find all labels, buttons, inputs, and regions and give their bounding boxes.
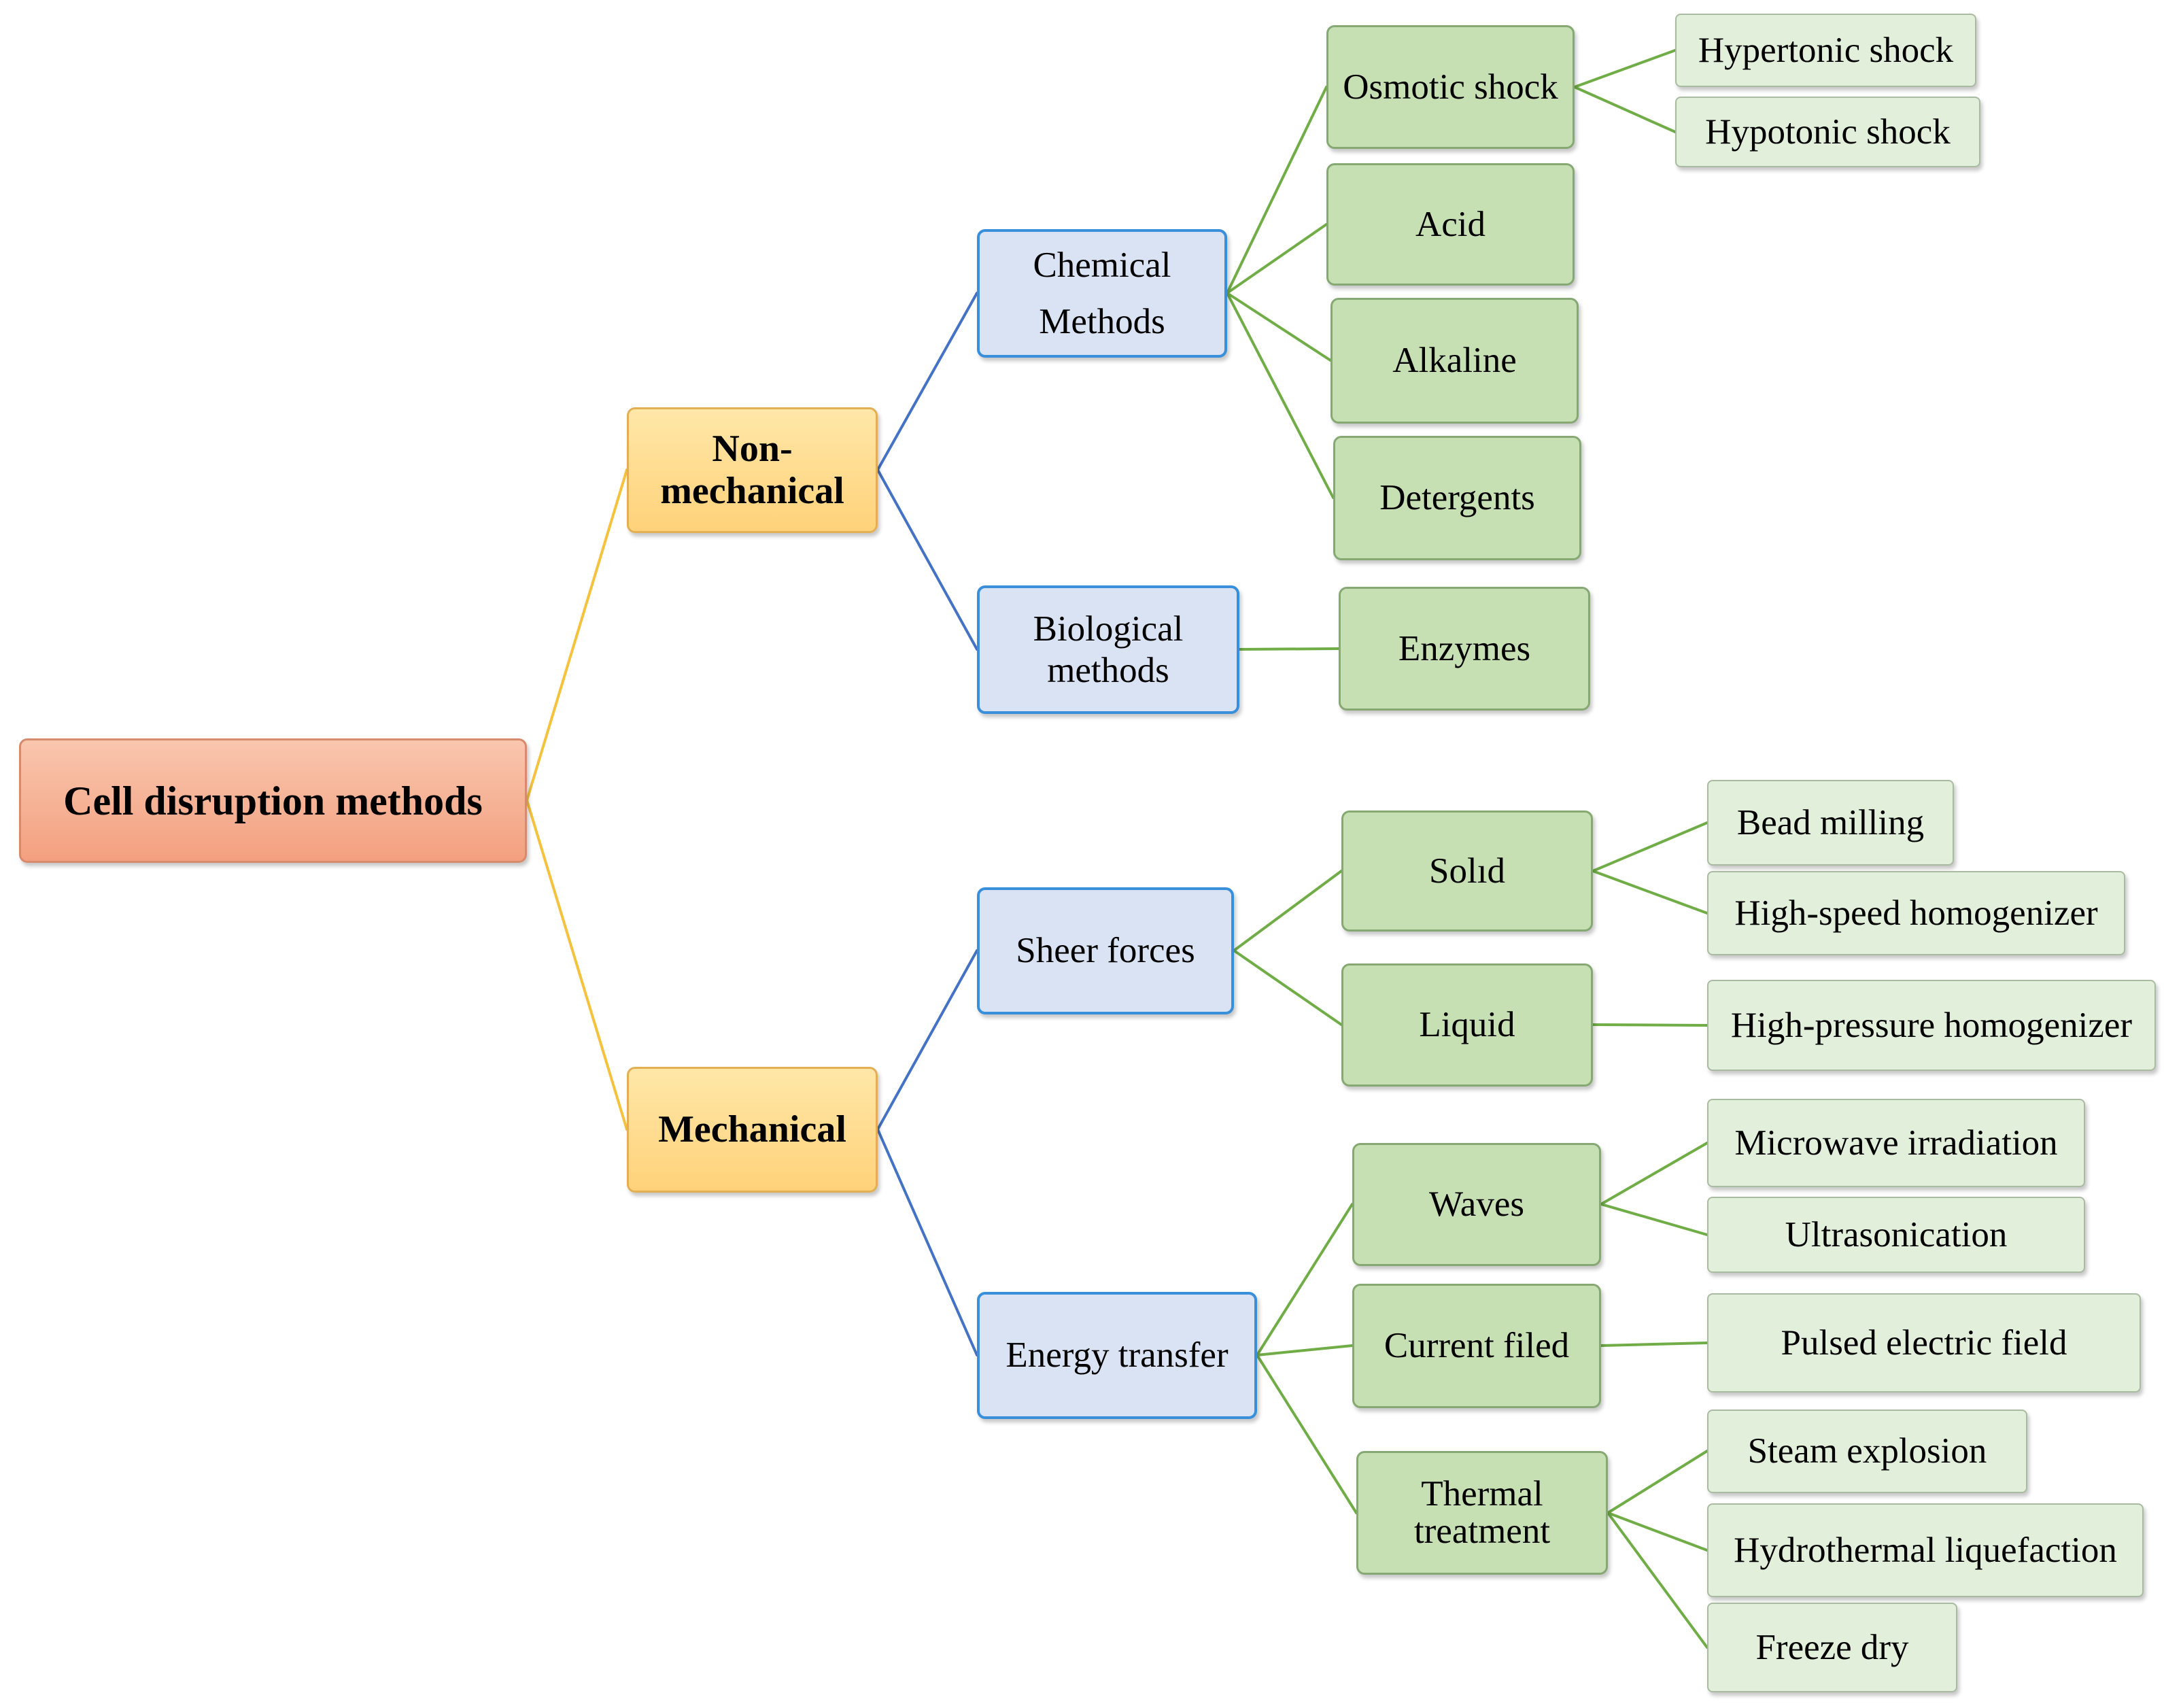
node-steam-explosion: Steam explosion [1707, 1410, 2027, 1493]
node-pulsed-electric-field: Pulsed electric field [1707, 1293, 2141, 1393]
node-label-mechanical: Mechanical [658, 1108, 846, 1150]
connector-waves-to-ultrasonication [1600, 1203, 1708, 1236]
node-biological-methods: Biological methods [977, 585, 1239, 714]
connector-mechanical-to-sheer-forces [876, 949, 978, 1131]
node-hypertonic-shock: Hypertonic shock [1675, 14, 1976, 87]
node-label-bead-milling: Bead milling [1736, 802, 1925, 842]
node-label-steam-explosion: Steam explosion [1747, 1431, 1987, 1471]
connector-chemical-to-alkaline [1226, 292, 1332, 362]
node-enzymes: Enzymes [1339, 587, 1590, 711]
node-detergents: Detergents [1333, 436, 1581, 560]
connector-thermal-to-freeze-dry [1607, 1511, 1708, 1649]
node-waves: Waves [1352, 1143, 1601, 1266]
node-high-speed-homogenizer: High-speed homogenizer [1707, 871, 2125, 955]
node-label-microwave-irradiation: Microwave irradiation [1734, 1123, 2058, 1163]
node-label-freeze-dry: Freeze dry [1755, 1627, 1909, 1667]
node-alkaline: Alkaline [1330, 298, 1579, 424]
connector-waves-to-microwave-irradiation [1600, 1142, 1708, 1206]
connector-mechanical-to-energy-transfer [876, 1128, 978, 1356]
node-label-detergents: Detergents [1379, 478, 1535, 518]
node-non-mechanical: Non- mechanical [627, 407, 878, 533]
node-label-chemical-methods: Chemical Methods [1033, 245, 1171, 341]
node-label-solid: Solıd [1429, 851, 1505, 891]
node-label-pulsed-electric-field: Pulsed electric field [1781, 1322, 2067, 1363]
connector-chemical-to-detergents [1226, 292, 1335, 499]
node-ultrasonication: Ultrasonication [1707, 1197, 2085, 1273]
connector-energy-transfer-to-thermal-treatment [1256, 1354, 1358, 1514]
node-label-high-speed-homogenizer: High-speed homogenizer [1734, 893, 2098, 933]
node-label-alkaline: Alkaline [1392, 341, 1517, 381]
node-chemical-methods: Chemical Methods [977, 229, 1227, 358]
connector-osmotic-to-hypertonic [1573, 49, 1677, 88]
node-microwave-irradiation: Microwave irradiation [1707, 1099, 2085, 1187]
node-label-waves: Waves [1429, 1184, 1524, 1225]
node-liquid: Liquid [1341, 963, 1593, 1087]
node-label-sheer-forces: Sheer forces [1016, 931, 1195, 971]
connector-non-mechanical-to-biological-methods [876, 468, 978, 651]
node-solid: Solıd [1341, 810, 1593, 932]
node-osmotic-shock: Osmotic shock [1326, 25, 1575, 149]
connector-thermal-to-hydrothermal-liquefaction [1607, 1511, 1708, 1552]
node-label-current-filed: Current filed [1384, 1326, 1570, 1366]
node-label-ultrasonication: Ultrasonication [1785, 1214, 2008, 1254]
node-cell-disruption-methods: Cell disruption methods [19, 738, 527, 863]
node-thermal-treatment: Thermal treatment [1356, 1451, 1608, 1575]
node-label-hypotonic-shock: Hypotonic shock [1705, 112, 1951, 152]
node-label-high-pressure-homogenizer: High-pressure homogenizer [1730, 1005, 2133, 1045]
node-label-cell-disruption-methods: Cell disruption methods [63, 778, 483, 823]
connector-solid-to-high-speed-homogenizer [1592, 870, 1708, 915]
node-bead-milling: Bead milling [1707, 780, 1954, 866]
connector-non-mechanical-to-chemical-methods [876, 292, 978, 471]
connector-energy-transfer-to-waves [1256, 1203, 1354, 1356]
node-label-enzymes: Enzymes [1398, 628, 1531, 668]
node-label-liquid: Liquid [1419, 1005, 1515, 1045]
node-hydrothermal-liquefaction: Hydrothermal liquefaction [1707, 1503, 2144, 1597]
connector-sheer-forces-to-solid [1233, 870, 1343, 952]
node-acid: Acid [1326, 163, 1575, 286]
node-freeze-dry: Freeze dry [1707, 1603, 1957, 1692]
connector-sheer-forces-to-liquid [1233, 949, 1343, 1026]
connector-energy-transfer-to-current-filed [1256, 1344, 1354, 1356]
connector-chemical-to-acid [1226, 223, 1328, 294]
node-energy-transfer: Energy transfer [977, 1292, 1257, 1419]
connector-chemical-to-osmotic-shock [1226, 86, 1328, 294]
connector-solid-to-bead-milling [1592, 821, 1708, 872]
node-sheer-forces: Sheer forces [977, 887, 1234, 1014]
node-label-acid: Acid [1415, 204, 1486, 244]
connector-thermal-to-steam-explosion [1607, 1450, 1708, 1514]
node-label-biological-methods: Biological methods [1033, 609, 1184, 690]
node-label-energy-transfer: Energy transfer [1006, 1335, 1229, 1376]
connector-current-filed-to-pulsed-electric-field [1600, 1342, 1708, 1347]
connector-root-to-non-mechanical [526, 468, 628, 802]
node-high-pressure-homogenizer: High-pressure homogenizer [1707, 980, 2156, 1071]
connector-osmotic-to-hypotonic [1573, 86, 1677, 133]
node-label-hypertonic-shock: Hypertonic shock [1698, 30, 1954, 70]
node-current-filed: Current filed [1352, 1284, 1601, 1408]
node-hypotonic-shock: Hypotonic shock [1675, 97, 1980, 167]
connector-root-to-mechanical [526, 799, 628, 1131]
node-label-hydrothermal-liquefaction: Hydrothermal liquefaction [1734, 1530, 2117, 1570]
node-mechanical: Mechanical [627, 1067, 878, 1193]
node-label-non-mechanical: Non- mechanical [660, 428, 844, 512]
node-label-thermal-treatment: Thermal treatment [1413, 1473, 1551, 1551]
node-label-osmotic-shock: Osmotic shock [1343, 67, 1558, 107]
